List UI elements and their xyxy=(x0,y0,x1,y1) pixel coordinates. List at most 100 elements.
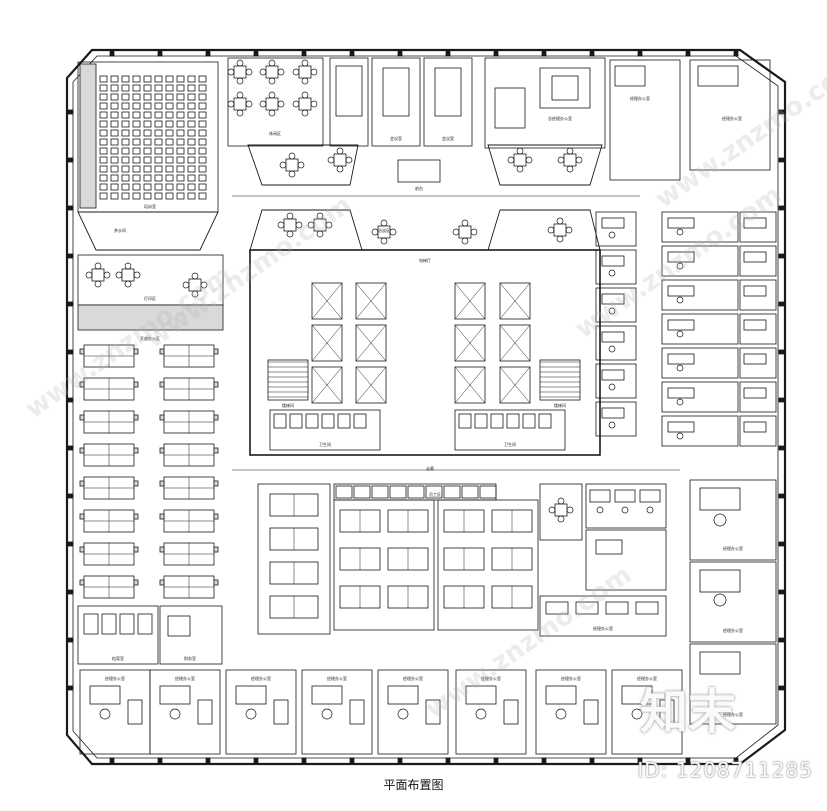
room-label-office: 经理办公室 xyxy=(327,675,347,681)
circle-199 xyxy=(169,708,181,720)
facade-column xyxy=(541,757,547,765)
office-desk xyxy=(699,651,741,675)
core-lobby-table xyxy=(553,223,567,237)
lecture-seat xyxy=(165,111,174,119)
lecture-seat xyxy=(110,120,119,128)
facade-column xyxy=(493,757,499,765)
room-label-corridor: 走廊 xyxy=(426,465,434,471)
lecture-seat xyxy=(121,165,130,173)
facade-column xyxy=(778,541,786,547)
facade-column xyxy=(778,685,786,691)
rect-123 xyxy=(159,381,165,388)
facade-column xyxy=(589,49,595,57)
facade-column xyxy=(301,757,307,765)
facade-column xyxy=(205,49,211,57)
lecture-seat xyxy=(187,111,196,119)
toilet-stall xyxy=(474,413,488,429)
lounge-area xyxy=(227,57,324,147)
office-desk xyxy=(605,601,629,615)
lecture-seat xyxy=(176,120,185,128)
stair-left xyxy=(267,359,309,401)
office-desk xyxy=(387,685,419,705)
circle-95 xyxy=(676,398,684,406)
toilet-right xyxy=(454,409,566,451)
far-right-office xyxy=(739,279,777,311)
lecture-seat xyxy=(121,192,130,200)
discussion-table xyxy=(458,225,472,239)
facade-column xyxy=(637,49,643,57)
office-desk xyxy=(159,685,191,705)
rect-111 xyxy=(79,348,85,355)
lecture-seat xyxy=(198,147,207,155)
line-83 xyxy=(499,366,531,404)
lecture-seat xyxy=(99,165,108,173)
room-label-office: 经理办公室 xyxy=(403,675,423,681)
facade-column xyxy=(778,589,786,595)
elevator-car xyxy=(499,366,531,404)
lecture-seat xyxy=(110,102,119,110)
lecture-seat xyxy=(121,138,130,146)
room-label-stairs: 楼梯间 xyxy=(554,402,566,408)
lecture-seat xyxy=(198,75,207,83)
lecture-seat xyxy=(198,174,207,182)
lecture-seat xyxy=(143,147,152,155)
lecture-stage xyxy=(79,63,97,209)
circle-54 xyxy=(380,219,388,227)
bottom-manager-office xyxy=(535,669,607,755)
small-meeting xyxy=(539,483,583,541)
circle-192 xyxy=(557,515,565,523)
facade-column xyxy=(778,349,786,355)
guest-chair xyxy=(273,699,289,725)
facade-column xyxy=(66,685,74,691)
circle-106 xyxy=(200,281,208,289)
finance-room xyxy=(159,605,223,665)
circle-194 xyxy=(621,506,629,514)
office-desk xyxy=(545,601,569,615)
circle-105 xyxy=(182,281,190,289)
room-label-office: 经理办公室 xyxy=(723,545,743,551)
south-office-row xyxy=(585,483,667,529)
circle-36 xyxy=(557,156,565,164)
rect-119 xyxy=(79,381,85,388)
far-right-office xyxy=(739,211,777,243)
lecture-seat xyxy=(187,174,196,182)
archive-room xyxy=(77,605,159,665)
small-office xyxy=(595,287,637,323)
lecture-seat xyxy=(176,102,185,110)
small-office xyxy=(595,363,637,399)
room-label-office: 经理办公室 xyxy=(723,711,743,717)
circle-31 xyxy=(336,165,344,173)
south-office-b xyxy=(585,529,667,591)
lecture-seat xyxy=(198,183,207,191)
pod-lounge-left xyxy=(247,144,359,186)
toilet-stall xyxy=(289,413,303,429)
archive-shelf xyxy=(101,613,117,635)
circle-30 xyxy=(336,147,344,155)
lecture-seat xyxy=(176,84,185,92)
elevator-car xyxy=(454,324,486,362)
circle-102 xyxy=(133,271,141,279)
circle-39 xyxy=(566,165,574,173)
elevator-car xyxy=(355,366,387,404)
circle-108 xyxy=(191,290,199,298)
facade-column xyxy=(109,757,115,765)
elevator-car xyxy=(311,324,343,362)
meeting-table xyxy=(335,65,363,117)
lecture-seat xyxy=(198,156,207,164)
rect-112 xyxy=(133,348,139,355)
right-office xyxy=(661,313,739,345)
core-lobby-left xyxy=(249,209,363,251)
lecture-seat xyxy=(99,120,108,128)
lecture-seat xyxy=(187,165,196,173)
lounge-table xyxy=(298,65,312,79)
office-desk xyxy=(601,293,625,305)
pod-lounge-right xyxy=(487,144,603,186)
elevator-car xyxy=(311,366,343,404)
circle-42 xyxy=(286,212,294,220)
circle-86 xyxy=(608,307,616,315)
facade-column xyxy=(733,757,739,765)
circle-91 xyxy=(676,262,684,270)
far-right-office xyxy=(739,415,777,447)
elevator-car xyxy=(355,324,387,362)
rect-132 xyxy=(213,414,219,421)
